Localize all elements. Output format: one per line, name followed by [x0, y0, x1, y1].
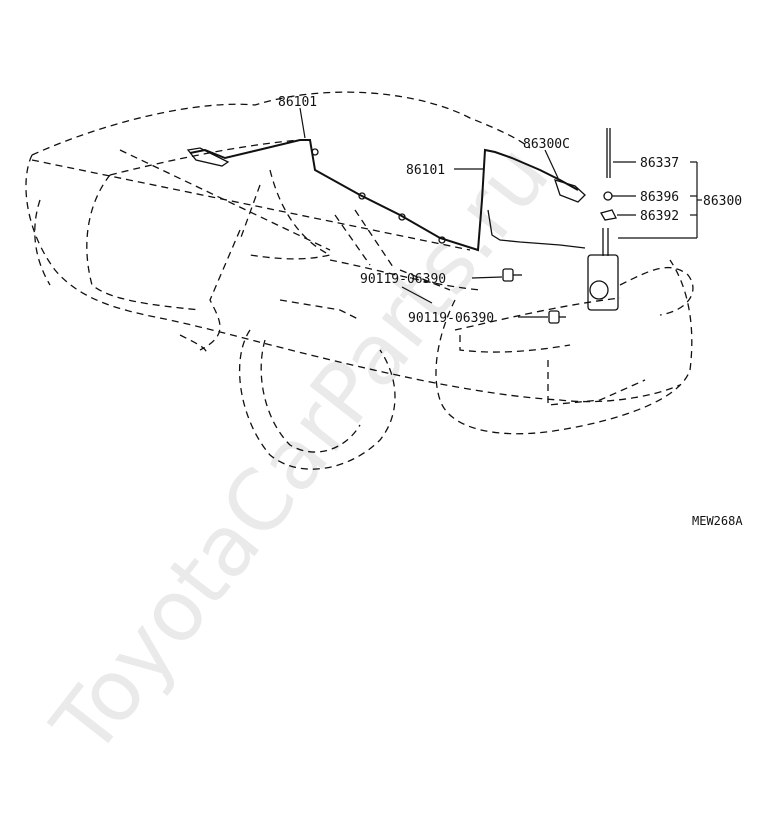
- label-mast: 86337: [640, 156, 679, 171]
- leader-lines: [299, 107, 702, 318]
- label-nut: 86396: [640, 190, 679, 205]
- figure-code: MEW268A: [692, 514, 743, 528]
- antenna-cord: [186, 139, 586, 252]
- car-body-outline: [25, 91, 694, 470]
- label-extension: 86300C: [523, 137, 570, 152]
- label-cord-mid: 86101: [406, 163, 445, 178]
- label-cord-top: 86101: [278, 95, 317, 110]
- label-bolt-lower: 90119-06390: [408, 311, 494, 326]
- bolt-upper-drawing: [502, 268, 522, 282]
- label-bolt-upper: 90119-06390: [360, 272, 446, 287]
- label-bezel: 86392: [640, 209, 679, 224]
- bolt-lower-drawing: [548, 310, 566, 324]
- label-antenna-assy: 86300: [703, 194, 742, 209]
- antenna-assembly-drawing: [587, 128, 619, 311]
